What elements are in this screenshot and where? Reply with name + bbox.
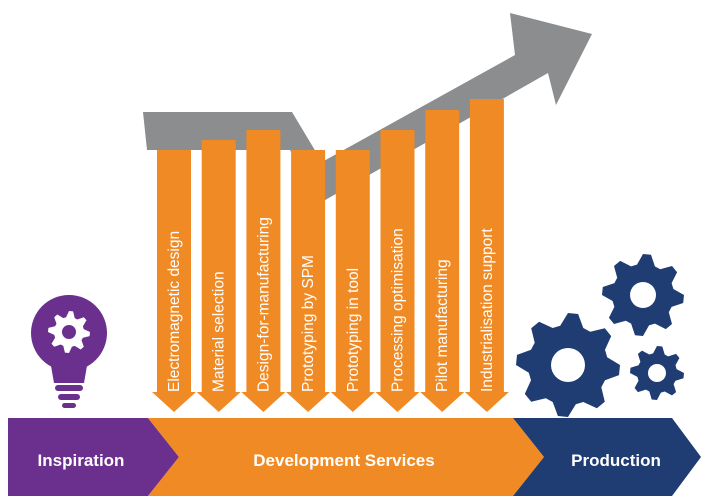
service-arrow [330,150,375,412]
development-label: Development Services [253,451,434,470]
service-arrow [464,99,509,412]
service-label: Prototyping in tool [345,268,362,392]
lightbulb-gear-icon [31,295,107,408]
service-arrow [241,130,286,412]
gear-icon [48,311,90,353]
service-label: Processing optimisation [390,228,407,392]
service-arrows: Electromagnetic design Material selection… [152,99,509,412]
service-arrow [196,140,241,412]
gears-icon [516,254,684,417]
service-label: Prototyping by SPM [300,255,317,392]
service-arrow [375,130,420,412]
service-arrow [286,150,331,412]
inspiration-arrow [8,418,179,496]
production-arrow [513,418,701,496]
service-label: Pilot manufacturing [434,259,451,392]
development-arrow [148,418,544,496]
inspiration-label: Inspiration [38,451,125,470]
service-label: Design-for-manufacturing [255,217,272,392]
service-label: Electromagnetic design [166,231,183,392]
production-label: Production [571,451,661,470]
service-arrow [152,150,196,412]
service-label: Industrialisation support [479,228,496,392]
service-label: Material selection [211,271,228,392]
service-arrow [420,110,465,412]
